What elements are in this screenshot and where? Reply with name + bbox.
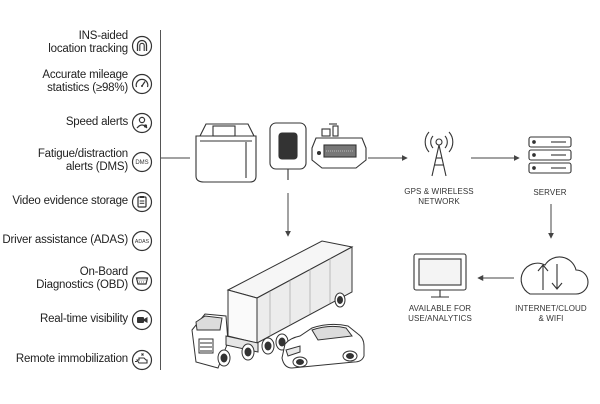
- obd-connector-icon: [131, 270, 153, 292]
- gps-tracker-device: [269, 122, 307, 180]
- engine-block-icon: [131, 349, 153, 371]
- adas-icon: ADAS: [131, 230, 153, 252]
- feature-divider-line: [160, 30, 161, 370]
- feature-real-time-visibility: Real-time visibility: [39, 313, 128, 325]
- feature-video-evidence: Video evidence storage: [12, 195, 128, 207]
- monitor-icon: [413, 253, 467, 298]
- feature-adas: Driver assistance (ADAS): [2, 234, 128, 246]
- driver-speed-icon: [131, 112, 153, 134]
- cell-tower-icon: [424, 131, 454, 177]
- location-arch-icon: [131, 35, 153, 57]
- svg-text:DMS: DMS: [135, 160, 148, 166]
- server-icon: [528, 136, 572, 174]
- cloud-label: INTERNET/CLOUD& WIFI: [515, 304, 587, 323]
- feature-remote-immobilization: Remote immobilization: [15, 353, 128, 365]
- server-label: SERVER: [533, 188, 567, 197]
- telematics-box-device: [311, 123, 367, 169]
- dms-icon: DMS: [131, 151, 153, 173]
- car-illustration: [281, 323, 365, 369]
- feature-speed-alerts: Speed alerts: [65, 116, 128, 128]
- video-camera-icon: [131, 309, 153, 331]
- cloud-upload-download-icon: [520, 256, 589, 295]
- truck-illustration: [191, 240, 354, 369]
- svg-text:ADAS: ADAS: [135, 239, 150, 245]
- obd-dongle-device: [195, 123, 257, 183]
- speedometer-icon: [131, 73, 153, 95]
- clipboard-icon: [131, 191, 153, 213]
